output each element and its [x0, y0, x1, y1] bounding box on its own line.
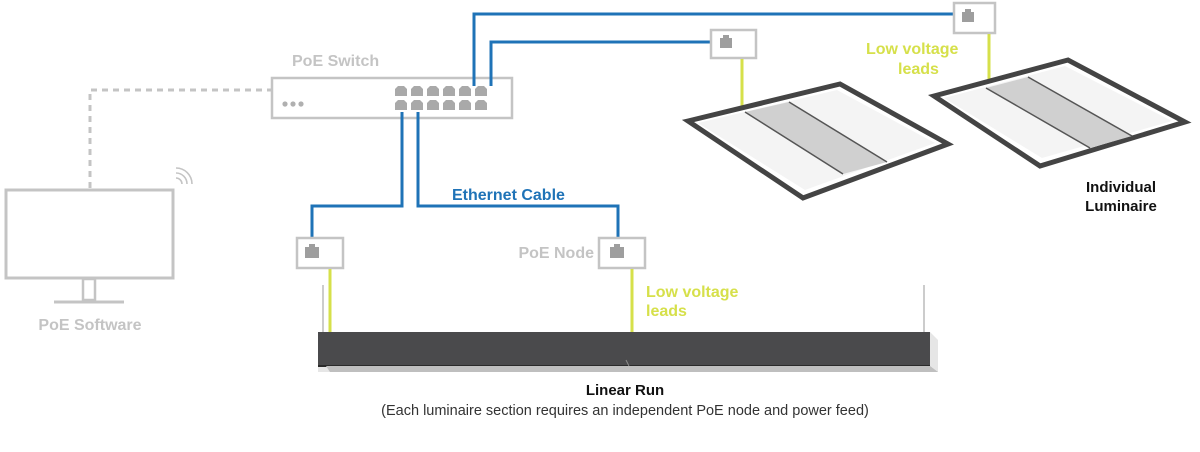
poe-software-group: PoE Software [4, 88, 272, 334]
near-troffer-group [681, 28, 954, 201]
switch-port-icon [427, 86, 439, 96]
individual-luminaire-label-l2: Luminaire [1085, 198, 1157, 215]
ethernet-cable-to-near-luminaire [489, 40, 720, 86]
troffer-luminaire-icon [927, 57, 1192, 169]
troffer-luminaire-icon [681, 81, 954, 201]
switch-port-icon [427, 100, 439, 110]
ethernet-port-icon [962, 9, 974, 22]
switch-port-icon [395, 86, 407, 96]
mid-node-group: PoE Node Low voltage leads [518, 236, 739, 332]
switch-port-icon [443, 86, 455, 96]
ethernet-cable-to-left-node [310, 112, 404, 250]
mid-low-voltage-label-l2: leads [646, 303, 687, 320]
ethernet-port-icon [305, 244, 319, 258]
switch-port-icon [475, 100, 487, 110]
wireless-signal-icon [175, 167, 193, 185]
left-poe-node [295, 236, 345, 270]
linear-luminaire-icon [318, 285, 938, 372]
linear-run-note: (Each luminaire section requires an inde… [381, 403, 869, 419]
switch-port-icon [459, 100, 471, 110]
switch-port-icon [411, 100, 423, 110]
poe-switch-label: PoE Switch [292, 53, 379, 70]
ethernet-port-icon [720, 35, 732, 48]
far-troffer-group: Low voltage leads [866, 1, 1192, 169]
ethernet-cables [310, 12, 960, 250]
linear-run-label: Linear Run [586, 382, 664, 399]
poe-switch-group: PoE Switch [270, 53, 514, 120]
monitor-icon [4, 188, 175, 304]
individual-luminaire-label-l1: Individual [1086, 179, 1156, 196]
switch-port-icon [395, 100, 407, 110]
far-poe-node [952, 1, 997, 35]
switch-port-icon [411, 86, 423, 96]
switch-port-icon [443, 100, 455, 110]
mid-low-voltage-label-l1: Low voltage [646, 284, 739, 301]
poe-node-label: PoE Node [518, 245, 594, 262]
ethernet-port-icon [610, 244, 624, 258]
left-node-group [295, 236, 345, 332]
far-low-voltage-label-l2: leads [898, 61, 939, 78]
switch-port-icon [475, 86, 487, 96]
switch-port-icon [459, 86, 471, 96]
far-low-voltage-label-l1: Low voltage [866, 41, 959, 58]
poe-software-label: PoE Software [38, 317, 141, 334]
switch-ports [395, 86, 487, 110]
ethernet-cable-to-mid-node [416, 112, 620, 250]
network-switch-icon [270, 76, 514, 120]
ethernet-cable-to-far-luminaire [472, 12, 960, 86]
ethernet-cable-label: Ethernet Cable [452, 187, 565, 204]
near-poe-node [709, 28, 758, 60]
